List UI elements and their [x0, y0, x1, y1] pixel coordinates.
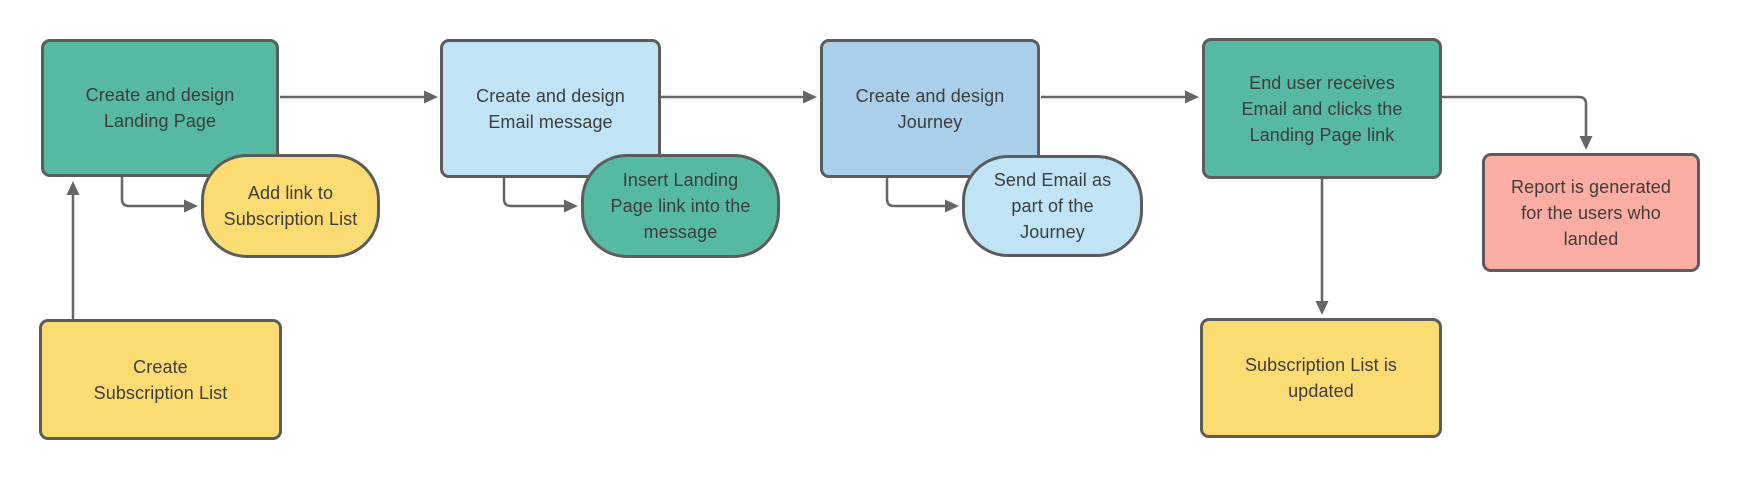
- connector-enduser-to-subscription-updated: [1315, 179, 1329, 315]
- node-create-journey[interactable]: Create and design Journey: [820, 39, 1040, 178]
- node-label-create-subscription-list: Create Subscription List: [93, 356, 228, 403]
- connector-line: [502, 178, 567, 208]
- node-subscription-list-updated[interactable]: Subscription List is updated: [1200, 318, 1442, 438]
- arrowhead-icon: [1579, 136, 1593, 150]
- connector-create-subscription-to-landing: [66, 181, 80, 319]
- arrowhead-icon: [1315, 301, 1329, 315]
- connector-email-to-journey: [661, 90, 817, 104]
- arrowhead-icon: [184, 199, 198, 213]
- node-label-end-user-receives-email: End user receives Email and clicks the L…: [1241, 72, 1403, 145]
- arrowhead-icon: [66, 181, 80, 195]
- node-insert-landing-page-link[interactable]: Insert Landing Page link into the messag…: [581, 154, 780, 258]
- node-create-subscription-list[interactable]: Create Subscription List: [39, 319, 282, 440]
- arrowhead-icon: [803, 90, 817, 104]
- node-create-landing-page[interactable]: Create and design Landing Page: [41, 39, 279, 177]
- node-label-subscription-list-updated: Subscription List is updated: [1244, 355, 1398, 401]
- node-send-email-part-of-journey[interactable]: Send Email as part of the Journey: [962, 155, 1143, 257]
- node-label-report-generated: Report is generated for the users who la…: [1511, 176, 1671, 249]
- node-label-create-landing-page: Create and design Landing Page: [85, 85, 235, 131]
- node-end-user-receives-email[interactable]: End user receives Email and clicks the L…: [1202, 38, 1442, 179]
- connector-enduser-to-report: [1442, 95, 1593, 150]
- node-label-send-email-part-of-journey: Send Email as part of the Journey: [993, 170, 1112, 242]
- node-label-insert-landing-page-link: Insert Landing Page link into the messag…: [610, 170, 751, 242]
- node-add-link-to-subscription-list[interactable]: Add link to Subscription List: [201, 154, 380, 258]
- connector-landing-to-email: [280, 90, 438, 104]
- connector-line: [120, 177, 187, 208]
- connector-journey-to-send-email: [885, 178, 959, 213]
- connector-journey-to-enduser: [1041, 90, 1199, 104]
- node-label-add-link-to-subscription-list: Add link to Subscription List: [223, 183, 358, 229]
- node-label-create-email-message: Create and design Email message: [476, 85, 625, 132]
- node-label-create-journey: Create and design Journey: [855, 85, 1005, 132]
- arrowhead-icon: [424, 90, 438, 104]
- arrowhead-icon: [1185, 90, 1199, 104]
- connector-line: [1442, 95, 1588, 139]
- connector-line: [885, 178, 948, 208]
- connector-email-to-insert-link: [502, 178, 578, 213]
- arrowhead-icon: [564, 199, 578, 213]
- connector-landing-to-add-link: [120, 177, 198, 213]
- node-report-generated[interactable]: Report is generated for the users who la…: [1482, 153, 1700, 272]
- arrowhead-icon: [945, 199, 959, 213]
